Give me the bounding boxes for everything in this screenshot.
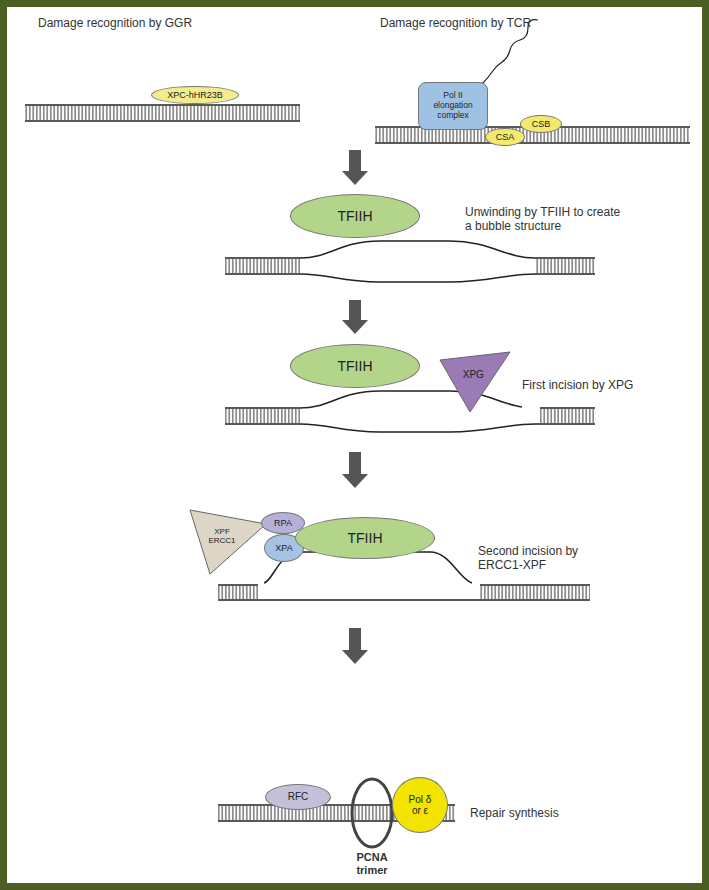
node-text: TFIIH	[338, 358, 373, 374]
heading-text: Damage recognition by TCR	[380, 16, 531, 30]
tfiih-oval: TFIIH	[290, 344, 420, 388]
node-text: Pol δ or ε	[403, 794, 437, 817]
protein-oval: CSA	[485, 128, 525, 147]
node-text: XPC-hHR23B	[167, 90, 223, 100]
node-text: CSB	[532, 119, 551, 129]
step-label: Repair synthesis	[470, 806, 559, 820]
node-text: TFIIH	[348, 530, 383, 546]
protein-oval: XPC-hHR23B	[151, 86, 239, 105]
step-label: Second incision by ERCC1-XPF	[478, 544, 586, 573]
node-text: RFC	[288, 791, 309, 803]
node-text: CSA	[496, 132, 515, 142]
protein-oval: RFC	[265, 784, 331, 810]
node-text: Pol II elongation complex	[426, 91, 480, 120]
tfiih-oval: TFIIH	[295, 517, 435, 559]
node-text: XPA	[275, 543, 292, 553]
node-text: XPG	[463, 369, 484, 381]
pcna-ring	[352, 779, 392, 847]
part-label: PCNA trimer	[347, 851, 397, 877]
node-text: RPA	[274, 518, 292, 528]
protein-oval: CSB	[520, 115, 562, 134]
node-text: TFIIH	[338, 208, 373, 224]
triangle-outline	[440, 352, 510, 412]
heading-text: Damage recognition by GGR	[38, 16, 192, 30]
step-label: Unwinding by TFIIH to create a bubble st…	[465, 205, 630, 234]
node-text: XPF ERCC1	[205, 527, 239, 545]
nuclease-triangle: XPG	[440, 352, 510, 412]
nuclease-triangle: XPF ERCC1	[190, 510, 266, 574]
tfiih-oval: TFIIH	[290, 194, 420, 238]
complex-box: Pol II elongation complex	[418, 82, 488, 130]
step-label: First incision by XPG	[522, 378, 633, 392]
polymerase-circle: Pol δ or ε	[392, 777, 448, 833]
